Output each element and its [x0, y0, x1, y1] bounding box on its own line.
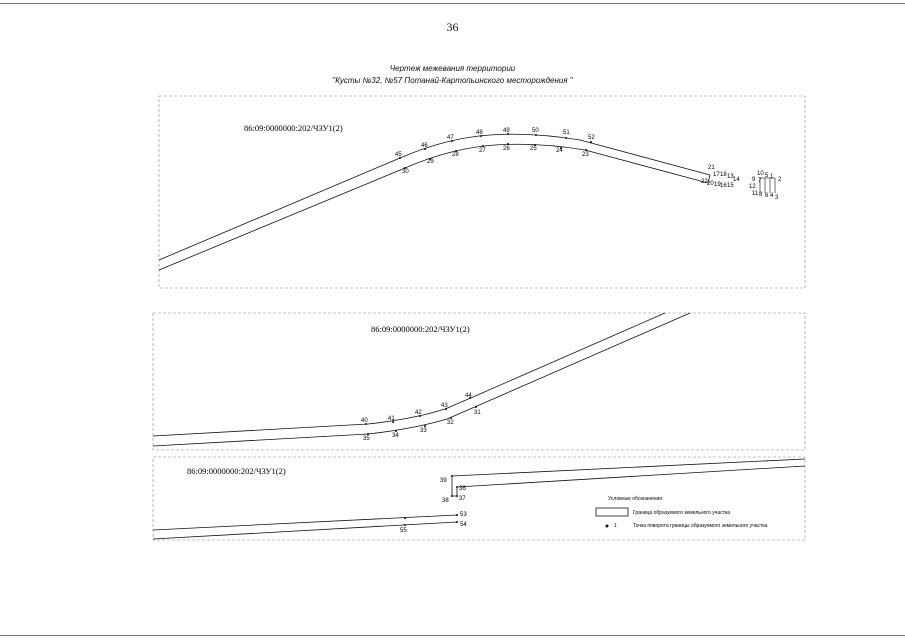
page-bottom-edge [0, 635, 905, 636]
point-label: 9 [752, 177, 756, 183]
panel-1-end-cap [707, 174, 776, 193]
drawing-subtitle: "Кусты №32, №57 Потанай-Картопьинского м… [332, 76, 573, 85]
point-label: 28 [452, 152, 459, 158]
legend-title: Условные обозначения [608, 496, 662, 502]
point-label: 39 [440, 478, 447, 484]
point-label: 15 [727, 183, 734, 189]
panel-2-point-labels: 40 41 42 43 44 35 34 33 32 31 [361, 393, 481, 442]
point-label: 6 [765, 193, 769, 199]
legend-item-point: Точка поворота границы образуемого земел… [633, 523, 768, 529]
point-label: 54 [460, 522, 467, 528]
point-label: 46 [421, 143, 428, 149]
panel-1: 86:09:0000000:202/ЧЗУ1(2) 45 46 47 48 49… [158, 95, 806, 289]
panel-1-frame [158, 95, 806, 289]
point-label: 18 [720, 172, 727, 178]
point-label: 22 [701, 179, 708, 185]
point-label: 31 [474, 410, 481, 416]
point-label: 50 [532, 128, 539, 134]
point-label: 20 [707, 181, 714, 187]
point-label: 10 [757, 171, 764, 177]
point-label: 53 [460, 512, 467, 518]
point-label: 26 [503, 146, 510, 152]
legend-point-marker-label: 1 [614, 523, 617, 529]
point-label: 27 [479, 148, 486, 154]
point-label: 5 [765, 173, 769, 179]
point-label: 33 [420, 428, 427, 434]
point-label: 1 [770, 174, 774, 180]
point-label: 42 [415, 410, 422, 416]
point-label: 55 [400, 528, 407, 534]
panel-1-point-labels: 45 46 47 48 49 50 51 52 30 29 28 27 26 2… [395, 128, 782, 201]
point-label: 49 [503, 128, 510, 134]
panel-3-boundary-right-lower [456, 465, 806, 488]
point-label: 36 [459, 486, 466, 492]
panel-2-boundary-upper [152, 312, 666, 437]
panel-1-boundary-lower [158, 143, 709, 271]
point-label: 35 [363, 436, 370, 442]
point-label: 45 [395, 152, 402, 158]
legend: Условные обозначения Граница образуемого… [595, 496, 768, 529]
panel-3-boundary-upper [152, 514, 458, 531]
point-label: 41 [388, 416, 395, 422]
panel-3-frame [152, 456, 806, 541]
panel-1-vertices [399, 133, 592, 169]
page-number: 36 [446, 20, 459, 34]
panel-2-frame [152, 312, 806, 451]
point-label: 23 [582, 152, 589, 158]
point-label: 24 [556, 148, 563, 154]
panel-1-boundary-upper [158, 133, 711, 261]
panel-3-boundary-right-upper [451, 458, 806, 477]
point-label: 12 [749, 184, 756, 190]
panel-3-boundary-corner [451, 476, 458, 497]
point-label: 2 [778, 177, 782, 183]
point-label: 52 [588, 135, 595, 141]
legend-point-marker [605, 524, 609, 528]
panel-2-boundary-lower [152, 312, 691, 447]
point-label: 37 [459, 496, 466, 502]
point-label: 48 [476, 130, 483, 136]
point-label: 30 [402, 169, 409, 175]
point-label: 40 [361, 418, 368, 424]
page-top-edge [0, 3, 905, 4]
panel-1-plot-id: 86:09:0000000:202/ЧЗУ1(2) [244, 123, 343, 133]
panel-3-plot-id: 86:09:0000000:202/ЧЗУ1(2) [187, 466, 286, 476]
point-label: 32 [447, 420, 454, 426]
point-label: 19 [714, 182, 721, 188]
point-label: 3 [775, 195, 779, 201]
panel-3-vertices [404, 475, 458, 526]
legend-item-boundary: Граница образуемого земельного участка [633, 510, 730, 516]
point-label: 43 [441, 403, 448, 409]
point-label: 47 [447, 135, 454, 141]
point-label: 4 [770, 193, 774, 199]
point-label: 7 [758, 178, 762, 184]
panel-3-point-labels: 39 36 38 37 53 54 55 [400, 478, 467, 534]
point-label: 14 [733, 177, 740, 183]
point-label: 21 [708, 165, 715, 171]
point-label: 34 [392, 433, 399, 439]
point-label: 38 [442, 498, 449, 504]
point-label: 29 [427, 159, 434, 165]
drawing-title: Чертеж межевания территории [389, 64, 516, 73]
point-label: 44 [465, 393, 472, 399]
point-label: 13 [727, 174, 734, 180]
point-label: 17 [713, 172, 720, 178]
point-label: 16 [720, 183, 727, 189]
point-label: 8 [759, 192, 763, 198]
point-label: 51 [563, 130, 570, 136]
legend-boundary-swatch [595, 507, 629, 517]
point-label: 11 [752, 191, 759, 197]
panel-2: 86:09:0000000:202/ЧЗУ1(2) 40 41 42 43 44… [152, 312, 806, 451]
panel-2-plot-id: 86:09:0000000:202/ЧЗУ1(2) [371, 324, 470, 334]
panel-2-vertices [365, 397, 477, 435]
panel-3-boundary-lower [152, 521, 458, 540]
point-label: 25 [530, 146, 537, 152]
panel-3: 86:09:0000000:202/ЧЗУ1(2) 39 36 38 37 53… [152, 456, 806, 541]
